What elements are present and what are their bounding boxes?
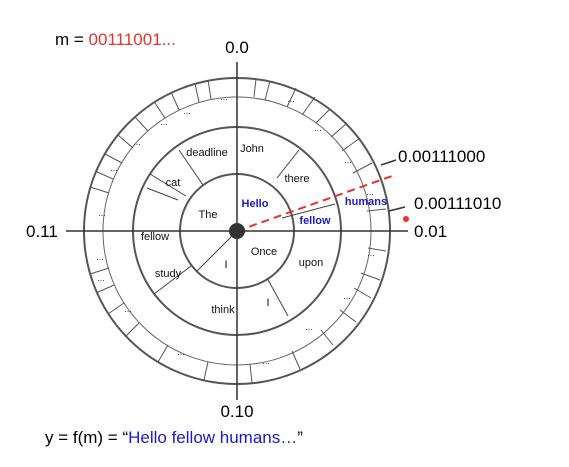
- output-formula: y = f(m) = “Hello fellow humans…”: [45, 428, 303, 447]
- output-value: Hello fellow humans…: [128, 428, 297, 447]
- axis-label-top: 0.0: [225, 38, 249, 57]
- outer-cell-label: ...: [183, 106, 191, 116]
- outer-cell-label: ...: [133, 137, 141, 147]
- middle-ring-words: John there humans fellow upon I think st…: [141, 143, 387, 316]
- outer-cell-label: ...: [314, 123, 322, 133]
- outer-cell-label: ...: [287, 94, 295, 104]
- word-hello: Hello: [242, 198, 269, 210]
- word-think: think: [211, 304, 235, 316]
- outer-cell-label: ...: [367, 248, 375, 258]
- word-john: John: [240, 143, 264, 155]
- outer-cell-label: ...: [96, 252, 104, 262]
- message-marker-dot: [403, 216, 409, 222]
- middle-dividers: [146, 149, 336, 317]
- selected-interval-lines: [236, 175, 393, 232]
- outer-cell-label: ...: [124, 304, 132, 314]
- outer-cell-label: ...: [177, 347, 185, 357]
- interval-label-lower: 0.00111010: [414, 194, 501, 213]
- outer-placeholders: ... ... ... ... ... ... ... ... ... ... …: [96, 92, 375, 366]
- word-i-inner: I: [224, 259, 227, 271]
- outer-cell-label: ...: [220, 92, 228, 102]
- outer-dividers: [89, 78, 387, 384]
- word-upon: upon: [299, 257, 323, 269]
- word-i-middle: I: [266, 297, 269, 309]
- word-deadline: deadline: [186, 147, 228, 159]
- word-humans: humans: [345, 196, 387, 208]
- axis-label-left: 0.11: [26, 222, 58, 241]
- word-study: study: [155, 268, 182, 280]
- interval-ticks: [380, 159, 406, 212]
- outer-cell-label: ...: [344, 155, 352, 165]
- outer-cell-label: ...: [305, 322, 313, 332]
- message-label: m = 00111001...: [55, 30, 176, 49]
- outer-cell-label: ...: [366, 187, 374, 197]
- inner-ring-words: Hello The I Once: [199, 198, 278, 271]
- axis-label-bottom: 0.10: [220, 402, 253, 421]
- outer-cell-label: ...: [110, 163, 118, 173]
- word-the: The: [199, 209, 218, 221]
- center-hub: [229, 223, 245, 239]
- word-there: there: [284, 173, 309, 185]
- inner-divider: [196, 230, 238, 272]
- word-fellow-right: fellow: [299, 215, 331, 227]
- word-once: Once: [251, 246, 277, 258]
- word-cat: cat: [166, 177, 181, 189]
- outer-cell-label: ...: [98, 208, 106, 218]
- axis-label-right: 0.01: [414, 222, 447, 241]
- outer-cell-label: ...: [97, 273, 105, 283]
- word-fellow-left: fellow: [141, 231, 169, 243]
- message-value: 00111001...: [89, 30, 176, 49]
- outer-cell-label: ...: [262, 356, 270, 366]
- outer-cell-label: ...: [343, 291, 351, 301]
- interval-label-upper: 0.00111000: [398, 147, 485, 166]
- outer-cell-label: ...: [160, 117, 168, 127]
